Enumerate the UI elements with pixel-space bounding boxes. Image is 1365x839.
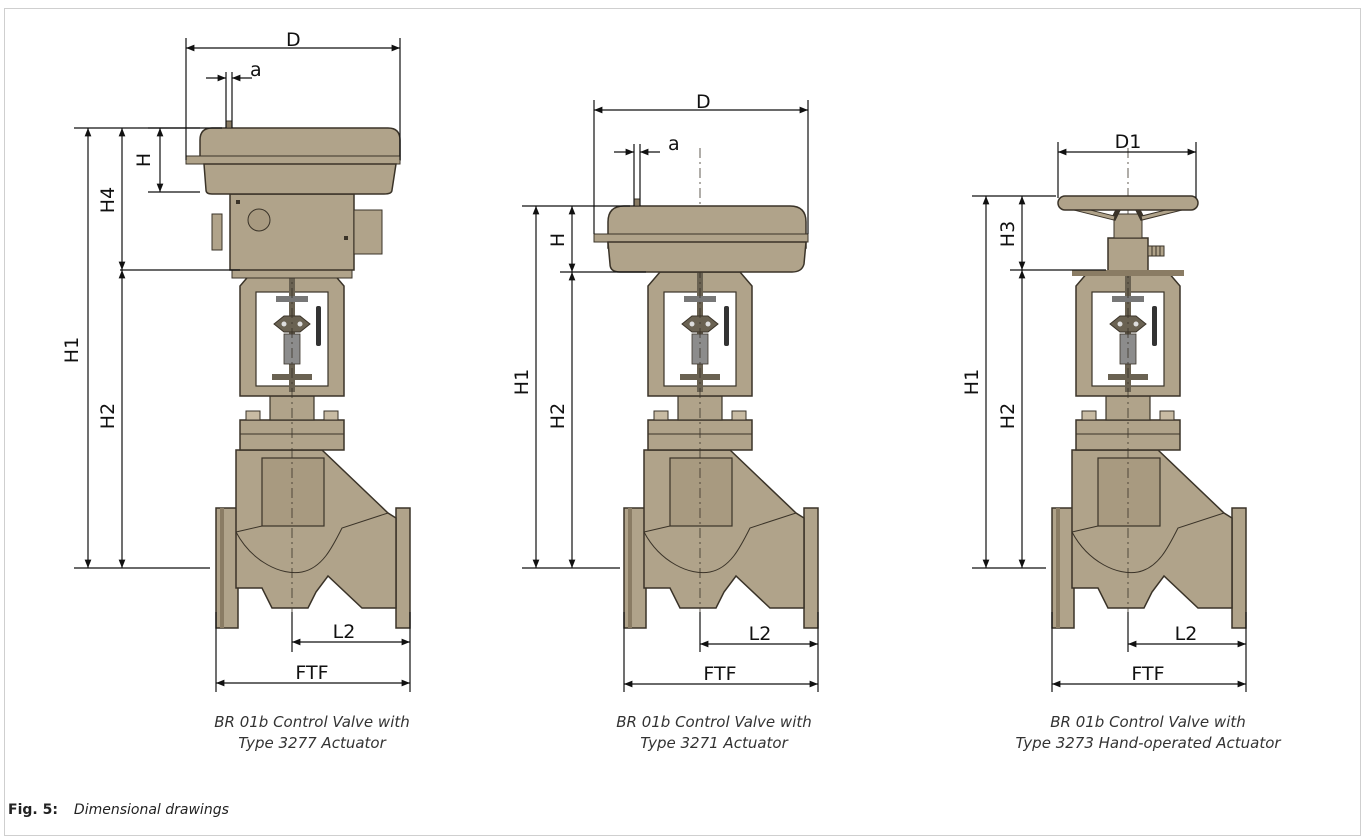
figure-label: Fig. 5: [8,802,58,818]
dim-D: D [286,29,301,51]
dim-H: H [547,233,569,247]
dim-H1: H1 [961,369,983,395]
dim-FTF: FTF [1131,663,1164,685]
caption-line-1: BR 01b Control Valve with [1050,713,1246,731]
figure-title: Dimensional drawings [73,802,229,818]
caption-type-3271: BR 01b Control Valve with Type 3271 Actu… [534,712,894,754]
dim-FTF: FTF [295,662,328,684]
dim-L2: L2 [1175,623,1198,645]
drawing-type-3271: D a H H1 H2 L2 FTF [511,91,819,692]
caption-type-3273: BR 01b Control Valve with Type 3273 Hand… [968,712,1328,754]
caption-line-2: Type 3271 Actuator [640,734,788,752]
drawing-type-3273: D1 H3 H1 H2 L2 FTF [961,131,1247,692]
dim-L2: L2 [333,621,356,643]
caption-type-3277: BR 01b Control Valve with Type 3277 Actu… [132,712,492,754]
drawing-type-3277: D a H H4 H1 H2 L2 FTF [61,29,411,692]
dim-H: H [133,153,155,167]
dim-a: a [250,59,262,81]
dim-H3: H3 [997,221,1019,247]
caption-line-1: BR 01b Control Valve with [616,713,812,731]
dim-H2: H2 [547,403,569,429]
dim-D1: D1 [1115,131,1142,153]
dim-H1: H1 [511,369,533,395]
figure-frame [4,8,1361,836]
caption-line-2: Type 3277 Actuator [238,734,386,752]
figure-caption: Fig. 5: Dimensional drawings [8,802,229,818]
dim-H4: H4 [97,187,119,213]
dim-H2: H2 [97,403,119,429]
caption-line-2: Type 3273 Hand-operated Actuator [1015,734,1281,752]
dim-FTF: FTF [703,663,736,685]
caption-line-1: BR 01b Control Valve with [214,713,410,731]
dim-H1: H1 [61,337,83,363]
dim-a: a [668,133,680,155]
dim-H2: H2 [997,403,1019,429]
dim-D: D [696,91,711,113]
dim-L2: L2 [749,623,772,645]
